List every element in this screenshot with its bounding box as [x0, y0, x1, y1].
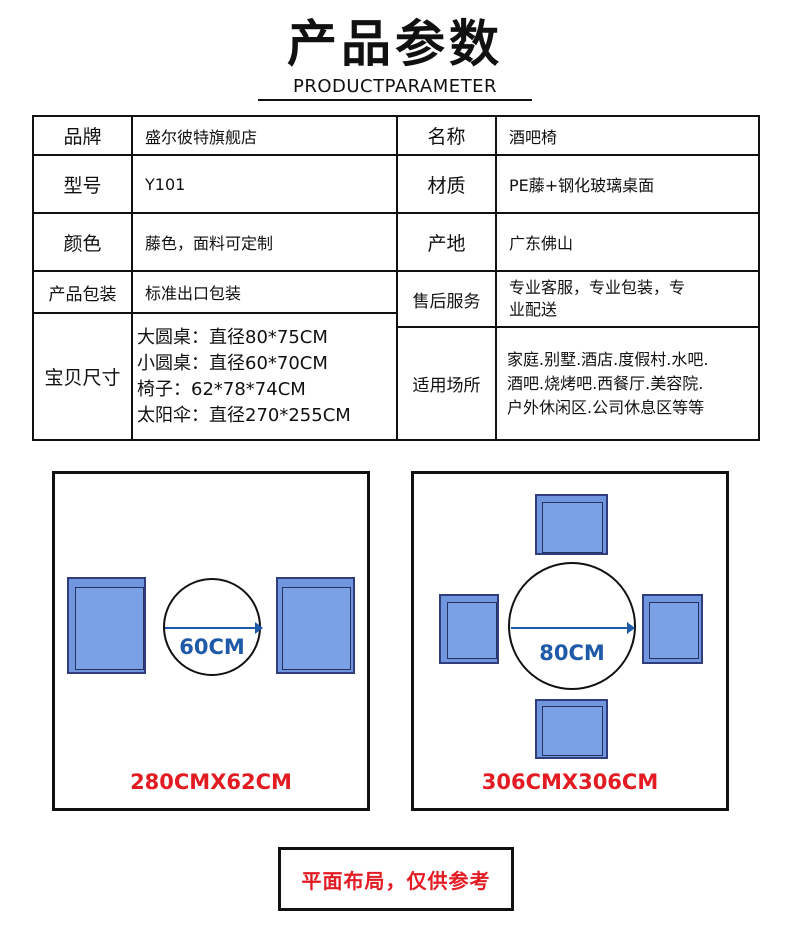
brand-value: 盛尔彼特旗舰店 [133, 117, 398, 156]
large-table-size: 80CM [539, 641, 605, 665]
brand-label: 品牌 [34, 117, 133, 156]
title-underline [258, 99, 532, 101]
color-value: 藤色，面料可定制 [133, 214, 398, 272]
chair-right [642, 594, 703, 664]
aftersales-label: 售后服务 [398, 272, 497, 328]
page-title: 产品参数 [287, 15, 503, 73]
chair-right [276, 577, 355, 674]
usage-label: 适用场所 [398, 328, 497, 439]
small-layout-dimensions: 280CMX62CM [130, 770, 292, 794]
usage-line: 酒吧.烧烤吧.西餐厅.美容院. [507, 373, 704, 393]
usage-line: 家庭.别墅.酒店.度假村.水吧. [507, 349, 709, 369]
large-layout-dimensions: 306CMX306CM [481, 770, 659, 794]
chair-bottom [535, 699, 608, 759]
material-label: 材质 [398, 156, 497, 214]
size-line: 太阳伞：直径270*255CM [137, 404, 351, 426]
large-layout-diagram: 80CM 306CMX306CM [411, 471, 729, 811]
chair-left [67, 577, 146, 674]
parameter-table: 品牌 盛尔彼特旗舰店 名称 酒吧椅 型号 Y101 材质 PE藤+钢化玻璃桌面 … [32, 115, 760, 441]
usage-line: 户外休闲区.公司休息区等等 [507, 397, 705, 417]
chair-top [535, 494, 608, 555]
aftersales-value: 专业客服，专业包装，专 业配送 [497, 272, 758, 328]
chair-left [439, 594, 499, 664]
size-line: 小圆桌：直径60*70CM [137, 352, 328, 374]
size-line: 椅子：62*78*74CM [137, 378, 306, 400]
layout-disclaimer: 平面布局，仅供参考 [278, 847, 514, 911]
small-layout-diagram: 60CM 280CMX62CM [52, 471, 370, 811]
aftersales-line: 专业客服，专业包装，专 [509, 278, 686, 297]
origin-label: 产地 [398, 214, 497, 272]
small-table-size: 60CM [179, 635, 245, 659]
diameter-arrow [511, 622, 635, 634]
size-label: 宝贝尺寸 [34, 314, 133, 439]
size-line: 大圆桌：直径80*75CM [137, 326, 328, 348]
model-label: 型号 [34, 156, 133, 214]
packaging-label: 产品包装 [34, 272, 133, 314]
origin-value: 广东佛山 [497, 214, 758, 272]
name-value: 酒吧椅 [497, 117, 758, 156]
usage-value: 家庭.别墅.酒店.度假村.水吧. 酒吧.烧烤吧.西餐厅.美容院. 户外休闲区.公… [497, 328, 758, 439]
size-value: 大圆桌：直径80*75CM 小圆桌：直径60*70CM 椅子：62*78*74C… [133, 314, 398, 439]
name-label: 名称 [398, 117, 497, 156]
material-value: PE藤+钢化玻璃桌面 [497, 156, 758, 214]
model-value: Y101 [133, 156, 398, 214]
diameter-arrow [165, 622, 263, 634]
page-subtitle: PRODUCTPARAMETER [292, 76, 497, 97]
color-label: 颜色 [34, 214, 133, 272]
packaging-value: 标准出口包装 [133, 272, 398, 314]
large-round-table [508, 562, 636, 690]
aftersales-line: 业配送 [509, 300, 558, 319]
